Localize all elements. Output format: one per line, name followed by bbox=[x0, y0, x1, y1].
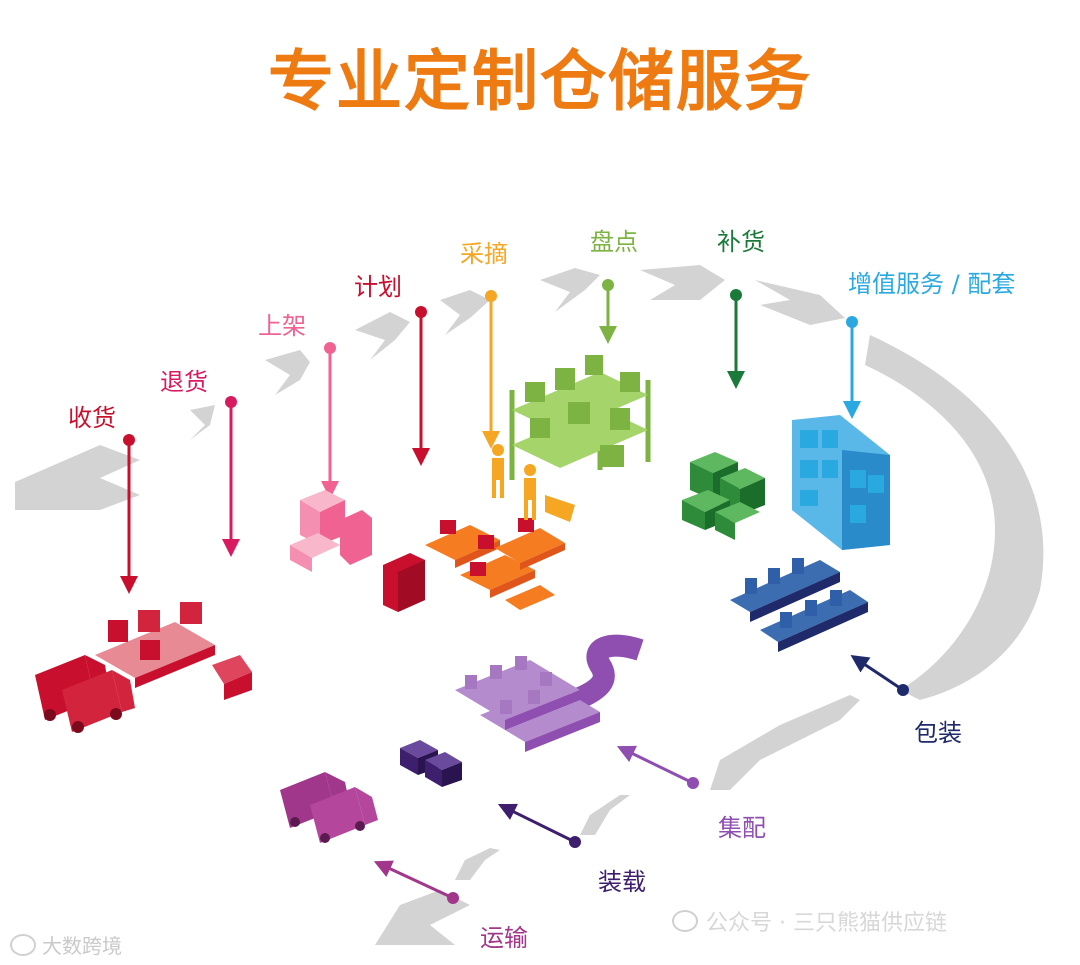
value-added-illustration bbox=[792, 415, 890, 550]
flow-chevron bbox=[755, 280, 845, 325]
step-label-receiving: 收货 bbox=[68, 398, 116, 433]
flow-chevron bbox=[640, 265, 725, 300]
replenishment-illustration bbox=[682, 452, 765, 540]
pin-planning bbox=[415, 306, 427, 457]
step-label-replenishment: 补货 bbox=[717, 222, 765, 257]
flow-arc-right bbox=[865, 335, 1043, 700]
weibo-icon bbox=[10, 934, 36, 956]
watermark-right: 公众号 · 三只熊猫供应链 bbox=[672, 905, 947, 937]
step-label-putaway: 上架 bbox=[258, 306, 306, 341]
consolidation-illustration bbox=[455, 646, 640, 752]
flow-chevron bbox=[265, 350, 310, 395]
planning-illustration bbox=[383, 518, 565, 612]
watermark-right-text: 公众号 · 三只熊猫供应链 bbox=[706, 905, 947, 937]
packing-illustration bbox=[730, 558, 868, 652]
box-icon bbox=[212, 655, 252, 700]
watermark-left-text: 大数跨境 bbox=[42, 930, 122, 959]
transport-illustration bbox=[280, 772, 378, 843]
step-label-planning: 计划 bbox=[354, 267, 402, 302]
step-label-packing: 包装 bbox=[914, 713, 962, 748]
pin-consolidation bbox=[625, 750, 699, 789]
pin-picking bbox=[485, 290, 497, 440]
pin-replenishment bbox=[730, 289, 742, 380]
step-label-transport: 运输 bbox=[480, 918, 528, 953]
flow-chevron bbox=[15, 445, 140, 510]
pin-putaway bbox=[324, 342, 336, 490]
step-label-picking: 采摘 bbox=[460, 234, 508, 269]
pin-value-added bbox=[846, 316, 858, 410]
step-label-returns: 退货 bbox=[160, 362, 208, 397]
step-label-value-added: 增值服务 / 配套 bbox=[848, 264, 1015, 299]
pin-packing bbox=[858, 660, 909, 696]
flow-chevron bbox=[440, 290, 490, 335]
flow-chevron bbox=[540, 268, 600, 312]
watermark-left: 大数跨境 bbox=[10, 930, 122, 959]
putaway-illustration bbox=[290, 490, 372, 572]
shelving-illustration bbox=[492, 355, 648, 522]
desk-icon bbox=[425, 525, 565, 610]
wechat-icon bbox=[672, 910, 698, 932]
step-label-consolidation: 集配 bbox=[718, 808, 766, 843]
step-label-inventory: 盘点 bbox=[590, 222, 638, 257]
step-label-loading: 装载 bbox=[598, 862, 646, 897]
pin-loading bbox=[506, 808, 581, 848]
receiving-illustration bbox=[35, 602, 252, 733]
pin-returns bbox=[225, 396, 237, 548]
flow-chevron bbox=[190, 405, 215, 440]
flow-chevron bbox=[355, 312, 410, 360]
pin-inventory bbox=[602, 279, 614, 335]
flow-chevron bbox=[455, 848, 500, 880]
flow-chevron bbox=[580, 795, 630, 835]
flow-chevron bbox=[710, 695, 860, 790]
loading-illustration bbox=[400, 740, 462, 787]
